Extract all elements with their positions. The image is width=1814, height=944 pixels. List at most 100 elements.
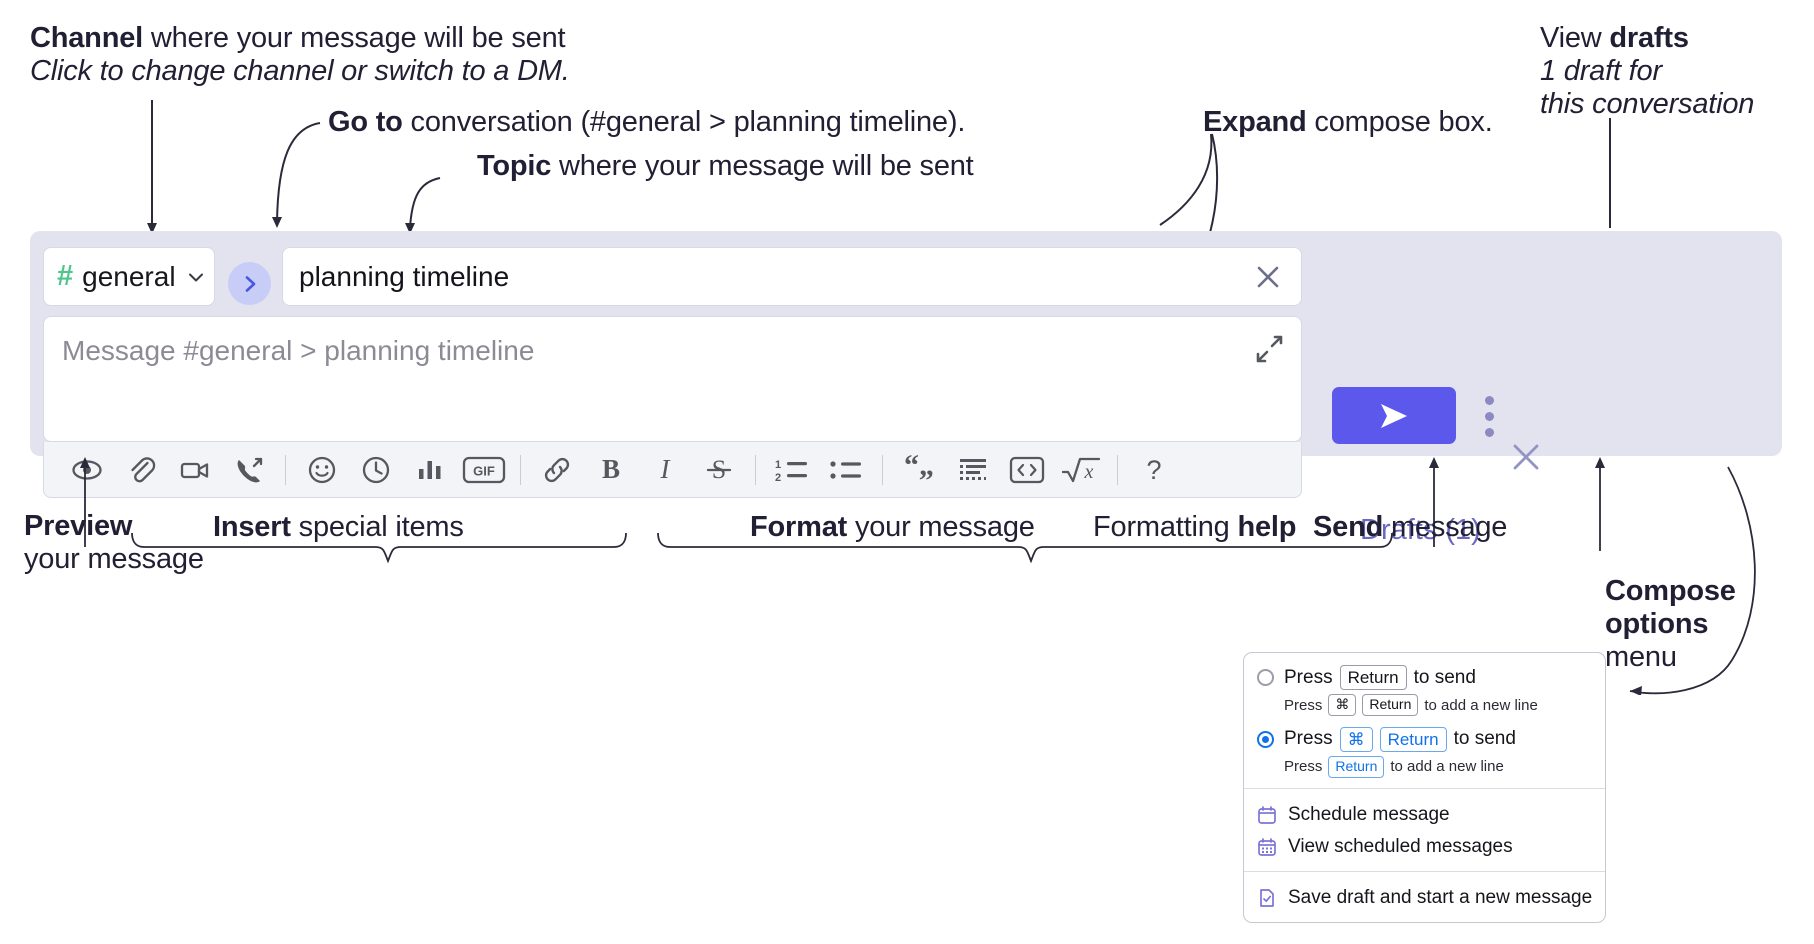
toolbar-separator (1117, 454, 1118, 485)
menu-item-save-draft[interactable]: Save draft and start a new message (1244, 882, 1605, 914)
message-placeholder: Message #general > planning timeline (62, 335, 535, 366)
message-input[interactable]: Message #general > planning timeline (43, 316, 1302, 442)
annotation-expand-rest: compose box. (1306, 106, 1493, 138)
svg-text:B: B (602, 454, 620, 484)
key-return: Return (1379, 726, 1447, 752)
key-return: Return (1362, 694, 1419, 716)
link-icon[interactable] (530, 447, 584, 493)
inline-code-icon[interactable] (1000, 447, 1054, 493)
annotation-channel-subtitle: Click to change channel or switch to a D… (30, 55, 570, 88)
topic-input[interactable]: planning timeline (282, 247, 1302, 306)
attachment-icon[interactable] (114, 447, 168, 493)
annotation-drafts-line2: 1 draft for (1540, 55, 1662, 88)
gif-icon[interactable]: GIF (457, 447, 511, 493)
annotation-channel-rest: where your message will be sent (143, 22, 566, 54)
sublabel-pre: Press (1284, 758, 1323, 776)
key-command: ⌘ (1328, 694, 1357, 716)
radio-button-unselected[interactable] (1257, 669, 1274, 687)
compose-options-menu: Press Return to send Press ⌘ Return to a… (1243, 652, 1606, 923)
sublabel-post: to add a new line (1424, 696, 1538, 714)
annotation-insert-bold: Insert (213, 511, 291, 543)
annotation-drafts: View drafts 1 draft for this conversatio… (1540, 22, 1754, 121)
leader-lines-top (147, 100, 1611, 234)
menu-section-schedule: Schedule message View scheduled messages (1244, 789, 1605, 871)
video-icon[interactable] (168, 447, 222, 493)
annotation-formatting-help-rest: Formatting (1093, 511, 1238, 543)
chart-icon[interactable] (403, 447, 457, 493)
menu-section-send-shortcuts: Press Return to send Press ⌘ Return to a… (1244, 653, 1605, 788)
annotation-drafts-pre: View (1540, 22, 1610, 54)
svg-text:?: ? (1146, 455, 1161, 485)
expand-icon[interactable] (1254, 333, 1286, 365)
send-button[interactable] (1332, 387, 1456, 444)
topic-value: planning timeline (299, 260, 510, 292)
annotation-topic: Topic where your message will be sent (477, 150, 974, 182)
calendar-icon (1257, 805, 1277, 825)
svg-text:GIF: GIF (473, 463, 495, 478)
svg-text:x: x (1084, 461, 1094, 483)
svg-text:1: 1 (775, 459, 781, 471)
sublabel-post: to add a new line (1390, 758, 1504, 776)
menu-item-label: Save draft and start a new message (1288, 886, 1593, 908)
radio-button-selected[interactable] (1257, 730, 1274, 748)
toolbar-separator (755, 454, 756, 485)
emoji-icon[interactable] (295, 447, 349, 493)
annotation-formatting-help-bold: help (1237, 511, 1297, 543)
toolbar-separator (285, 454, 286, 485)
channel-selector[interactable]: # general (43, 247, 215, 306)
topic-clear-icon[interactable] (1251, 260, 1285, 294)
goto-conversation-button[interactable] (228, 262, 271, 305)
menu-item-label: Schedule message (1288, 803, 1450, 825)
strikethrough-icon[interactable]: S (692, 447, 746, 493)
radio-label-post: to send (1453, 728, 1516, 750)
annotation-insert-rest: special items (290, 511, 464, 543)
compose-options-button[interactable] (1476, 391, 1502, 441)
annotation-channel: Channel where your message will be sent … (30, 22, 570, 88)
save-draft-icon (1257, 888, 1277, 908)
menu-item-schedule-message[interactable]: Schedule message (1244, 799, 1605, 831)
key-command: ⌘ (1339, 726, 1373, 752)
chevron-down-icon (185, 266, 207, 288)
bulleted-list-icon[interactable] (819, 447, 873, 493)
audio-call-icon[interactable] (222, 447, 276, 493)
annotation-send: Send message (1313, 511, 1507, 543)
key-return: Return (1328, 756, 1385, 778)
math-icon[interactable]: x (1054, 447, 1108, 493)
annotation-topic-rest: where your message will be sent (551, 150, 974, 182)
annotation-preview: Preview your message (24, 510, 204, 576)
radio-label-pre: Press (1284, 666, 1333, 688)
blockquote-icon[interactable]: “„ (892, 447, 946, 493)
code-block-icon[interactable] (946, 447, 1000, 493)
menu-radio-option[interactable]: Press ⌘ Return to send (1244, 725, 1605, 754)
italic-icon[interactable]: I (638, 447, 692, 493)
annotation-drafts-line3: this conversation (1540, 88, 1755, 121)
sublabel-pre: Press (1284, 696, 1323, 714)
clock-icon[interactable] (349, 447, 403, 493)
annotation-drafts-bold: drafts (1609, 22, 1689, 54)
menu-divider (1244, 787, 1605, 789)
bottom-leaders (80, 457, 1756, 695)
annotation-send-bold: Send (1313, 511, 1384, 543)
drafts-link[interactable]: Drafts (1) (1360, 514, 1481, 546)
annotation-preview-line2: your message (24, 543, 204, 576)
channel-name: general (82, 260, 176, 292)
hash-icon: # (57, 260, 74, 292)
menu-item-view-scheduled[interactable]: View scheduled messages (1244, 831, 1605, 863)
annotation-compose-options: Compose options menu (1605, 575, 1736, 674)
annotation-expand: Expand compose box. (1203, 106, 1493, 138)
calendar-grid-icon (1257, 837, 1277, 857)
menu-radio-option[interactable]: Press Return to send (1244, 663, 1605, 692)
bold-icon[interactable]: B (584, 447, 638, 493)
close-icon[interactable] (1506, 437, 1546, 477)
toolbar-separator (882, 454, 883, 485)
menu-section-draft: Save draft and start a new message (1244, 872, 1605, 922)
annotation-format-rest: your message (847, 511, 1035, 543)
annotation-formatting-help: Formatting help (1093, 511, 1296, 543)
annotation-compose-options-line1: Compose (1605, 575, 1736, 607)
send-icon (1374, 399, 1414, 433)
annotation-format-bold: Format (750, 511, 848, 543)
help-icon[interactable]: ? (1127, 447, 1181, 493)
annotation-compose-options-line2: options (1605, 608, 1709, 641)
